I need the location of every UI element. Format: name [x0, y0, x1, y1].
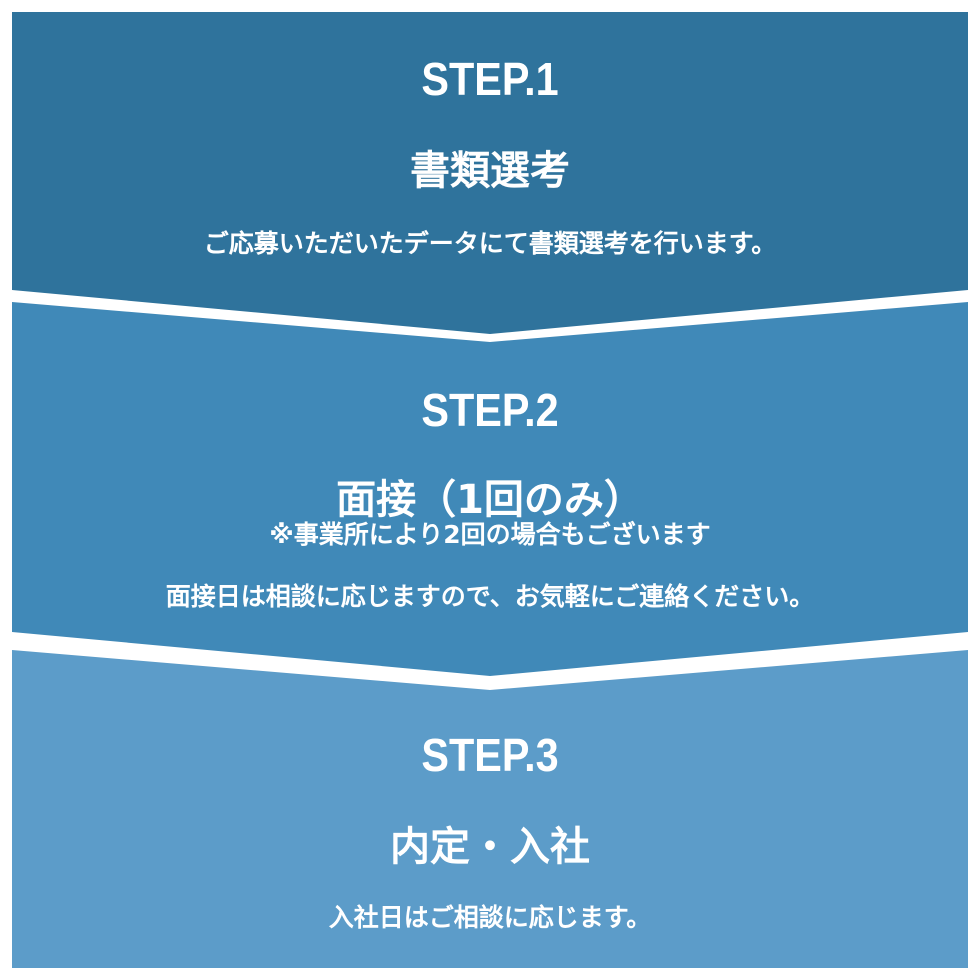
step-1-description: ご応募いただいたデータにて書類選考を行います。	[203, 229, 777, 258]
step-2-panel	[12, 302, 968, 676]
step-2-label: STEP.2	[421, 384, 559, 436]
step-2-title: 面接（1回のみ）	[336, 477, 644, 523]
step-1-panel	[12, 12, 968, 334]
step-2-description: 面接日は相談に応じますので、お気軽にご連絡ください。	[165, 582, 815, 611]
step-1-label: STEP.1	[421, 53, 559, 105]
step-1-title: 書類選考	[410, 148, 570, 194]
step-3-panel	[12, 650, 968, 968]
step-3-title: 内定・入社	[390, 824, 590, 870]
step-3-description: 入社日はご相談に応じます。	[328, 903, 652, 932]
step-2-note: ※事業所により2回の場合もございます	[269, 520, 711, 549]
step-3-label: STEP.3	[421, 729, 559, 781]
